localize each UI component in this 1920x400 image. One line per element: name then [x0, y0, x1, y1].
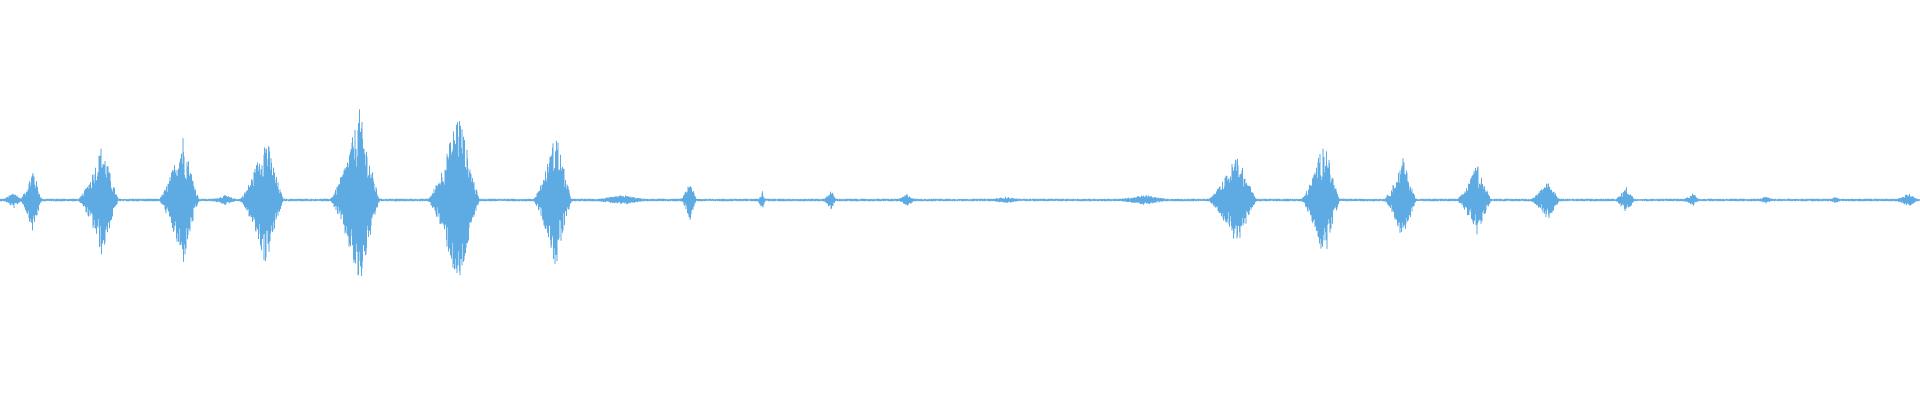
waveform-signal: [0, 109, 1920, 276]
